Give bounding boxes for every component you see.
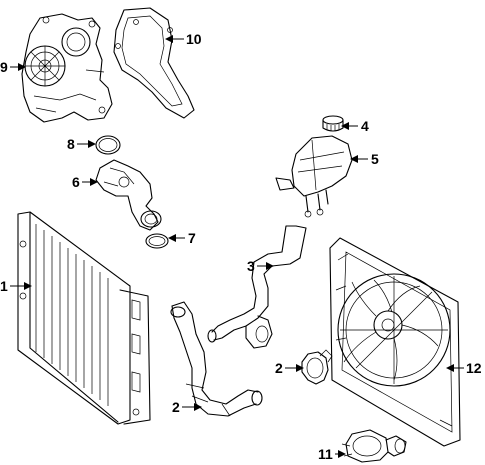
callout-label: 8 xyxy=(67,136,75,152)
callout-12: 12 xyxy=(446,360,482,376)
coolant-reservoir-part[interactable] xyxy=(275,135,353,218)
electric-pump-part[interactable] xyxy=(341,429,407,463)
callout-2-plug: 2 xyxy=(275,360,304,376)
radiator-part[interactable] xyxy=(17,211,151,425)
callout-label: 10 xyxy=(186,31,202,47)
plug-cap-part[interactable] xyxy=(301,349,333,385)
callout-label: 2 xyxy=(172,399,180,415)
fan-assembly-part[interactable] xyxy=(329,237,461,447)
reservoir-cap-part[interactable] xyxy=(322,115,344,132)
callout-11: 11 xyxy=(318,446,346,462)
callout-label: 12 xyxy=(466,360,482,376)
lower-hose-part[interactable] xyxy=(170,301,263,417)
callout-label: 6 xyxy=(72,174,80,190)
callout-4: 4 xyxy=(341,118,369,134)
callout-5: 5 xyxy=(350,151,379,167)
callout-label: 4 xyxy=(361,118,369,134)
callout-label: 11 xyxy=(318,446,333,462)
callout-10: 10 xyxy=(165,31,202,47)
callout-1: 1 xyxy=(0,278,32,294)
callout-label: 1 xyxy=(0,278,8,294)
o-ring-part[interactable] xyxy=(95,135,121,155)
callout-8: 8 xyxy=(67,136,96,152)
seal-ring-part[interactable] xyxy=(145,233,169,249)
thermostat-housing-part[interactable] xyxy=(95,159,162,231)
callout-label: 9 xyxy=(0,59,8,75)
cover-part[interactable] xyxy=(113,7,195,119)
callout-label: 2 xyxy=(275,360,283,376)
water-pump-part[interactable] xyxy=(21,13,113,123)
upper-hose-part[interactable] xyxy=(207,225,307,349)
callout-6: 6 xyxy=(72,174,98,190)
callout-label: 3 xyxy=(247,258,255,274)
callout-9: 9 xyxy=(0,59,26,75)
callout-7: 7 xyxy=(168,230,196,246)
callout-3: 3 xyxy=(247,258,274,274)
callout-label: 5 xyxy=(371,151,379,167)
callout-label: 7 xyxy=(188,230,196,246)
callout-2-lower-hose: 2 xyxy=(172,399,202,415)
